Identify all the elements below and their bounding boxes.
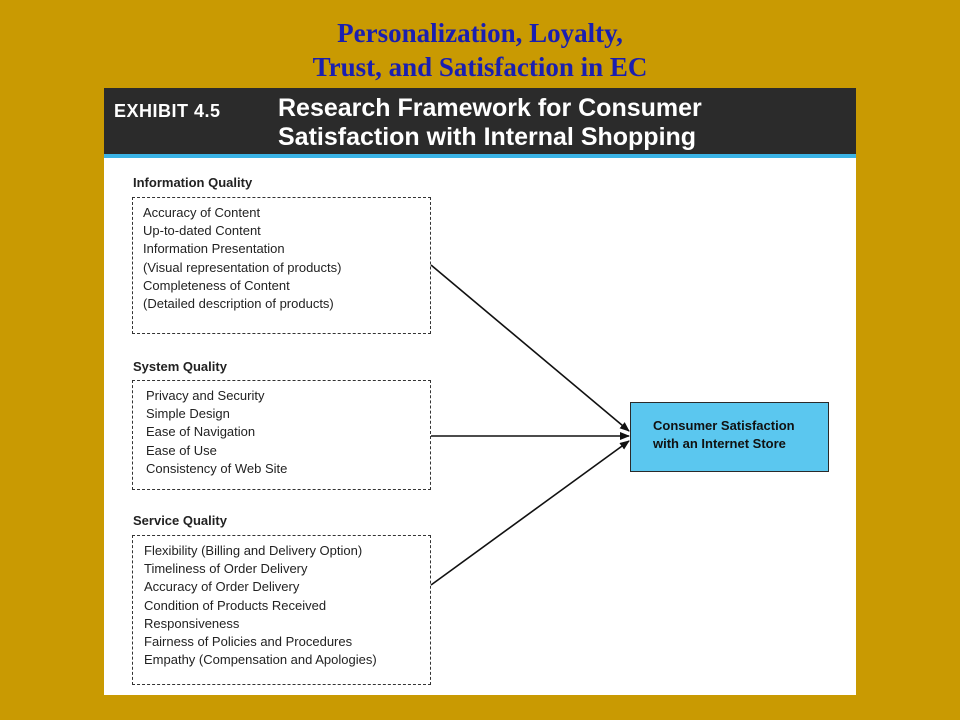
- group-title-system-quality: System Quality: [133, 359, 227, 374]
- list-item: Completeness of Content: [143, 277, 290, 293]
- outcome-line-2: with an Internet Store: [653, 436, 786, 451]
- exhibit-title: Research Framework for Consumer Satisfac…: [278, 94, 702, 152]
- exhibit-label: EXHIBIT 4.5: [114, 101, 221, 121]
- list-item: Information Presentation: [143, 241, 285, 257]
- list-item: Up-to-dated Content: [143, 223, 261, 239]
- list-item: Responsiveness: [144, 615, 240, 631]
- slide-title: Personalization, Loyalty, Trust, and Sat…: [0, 16, 960, 84]
- box-service-quality: Flexibility (Billing and Delivery Option…: [132, 535, 431, 685]
- list-item: Accuracy of Order Delivery: [144, 579, 300, 595]
- list-item: Ease of Use: [146, 442, 217, 458]
- list-item: Timeliness of Order Delivery: [144, 561, 308, 577]
- exhibit-header: EXHIBIT 4.5 Research Framework for Consu…: [104, 88, 856, 154]
- box-information-quality: Accuracy of Content Up-to-dated Content …: [132, 197, 431, 334]
- group-title-information-quality: Information Quality: [133, 175, 253, 190]
- arrow-service-to-satisfaction: [430, 440, 630, 586]
- list-item: Fairness of Policies and Procedures: [144, 634, 353, 650]
- slide-title-line-1: Personalization, Loyalty,: [337, 18, 623, 48]
- header-rule: [104, 154, 856, 158]
- exhibit-title-line-2: Satisfaction with Internal Shopping: [278, 123, 697, 151]
- list-item: Condition of Products Received: [144, 597, 327, 613]
- box-system-quality: Privacy and Security Simple Design Ease …: [132, 380, 431, 490]
- list-item: Consistency of Web Site: [146, 460, 288, 476]
- outcome-line-1: Consumer Satisfaction: [653, 418, 795, 433]
- group-title-service-quality: Service Quality: [133, 513, 227, 528]
- exhibit-figure: EXHIBIT 4.5 Research Framework for Consu…: [104, 88, 856, 695]
- list-item: Privacy and Security: [146, 388, 265, 403]
- exhibit-title-line-1: Research Framework for Consumer: [278, 94, 702, 122]
- list-item: (Visual representation of products): [143, 259, 342, 275]
- consumer-satisfaction-box: Consumer Satisfaction with an Internet S…: [630, 402, 829, 472]
- list-item: Empathy (Compensation and Apologies): [144, 652, 377, 668]
- list-item: Accuracy of Content: [143, 205, 261, 220]
- arrow-information-to-satisfaction: [430, 264, 630, 432]
- slide-title-line-2: Trust, and Satisfaction in EC: [312, 52, 648, 82]
- list-item: Flexibility (Billing and Delivery Option…: [144, 543, 363, 558]
- connector-arrows: [430, 264, 630, 586]
- list-item: Ease of Navigation: [146, 424, 256, 440]
- list-item: (Detailed description of products): [143, 296, 334, 312]
- list-item: Simple Design: [146, 406, 230, 422]
